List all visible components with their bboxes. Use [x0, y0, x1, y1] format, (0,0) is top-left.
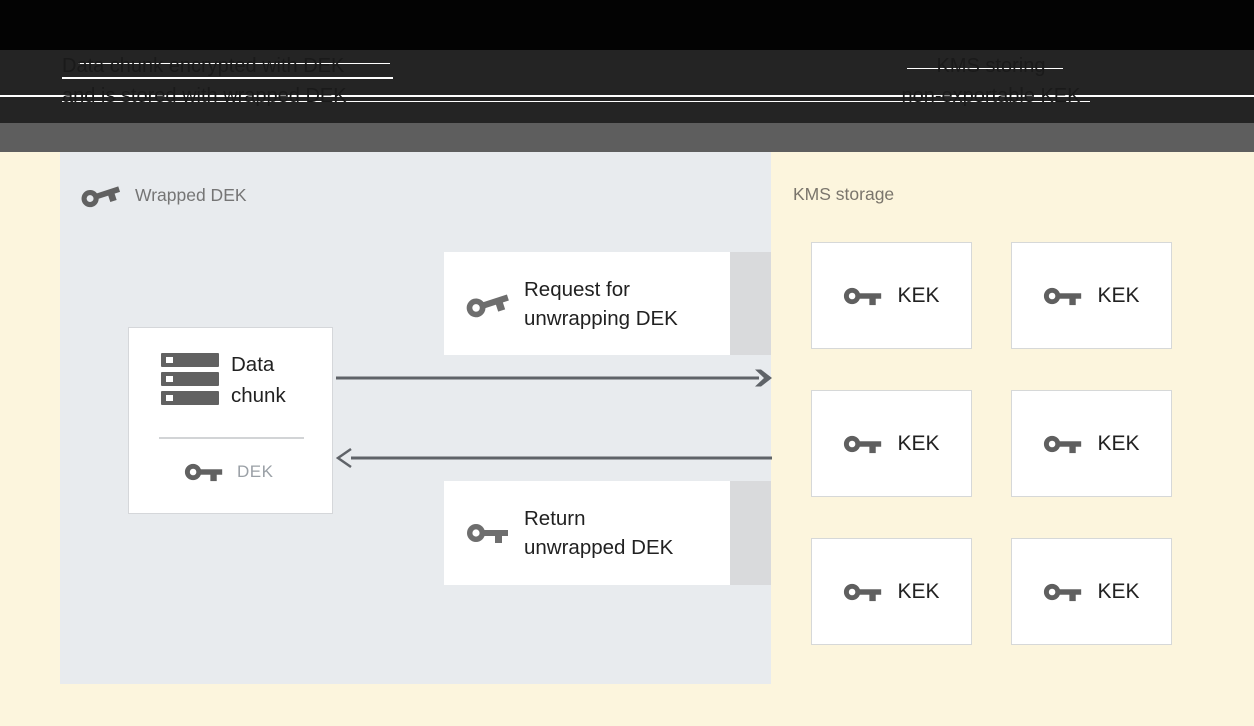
caption-left-line1: Data chunk encrypted with DEK: [62, 55, 345, 77]
request-key-icon: [460, 279, 517, 328]
wrapped-dek-label: Wrapped DEK: [135, 184, 247, 205]
data-chunk-label: Data chunk: [231, 353, 286, 407]
request-box-label: Request for unwrapping DEK: [524, 277, 678, 330]
kek-label: KEK: [1097, 283, 1140, 307]
kms-storage-grid: KEK KEK KEK: [811, 242, 1173, 645]
kek-label: KEK: [1097, 431, 1140, 455]
dek-key-icon: [184, 461, 224, 483]
diagram-canvas: Wrapped DEK Data chunk: [0, 152, 1254, 726]
kek-box: KEK: [811, 390, 972, 497]
caption-right-line1: KMS storing: [936, 55, 1046, 77]
return-box-strip: [730, 481, 771, 585]
caption-right-line2: non-exportable KEK: [901, 85, 1081, 107]
kek-box: KEK: [1011, 242, 1172, 349]
kms-storage-label: KMS storage: [793, 184, 895, 204]
kek-key-icon: [843, 433, 883, 455]
kek-key-icon: [1043, 581, 1083, 603]
caption-left-line2: and is stored with wrapped DEK: [62, 85, 347, 107]
server-stack-icon: [161, 353, 219, 405]
data-chunk-box: Data chunk DEK: [128, 327, 333, 514]
caption-right: KMS storing non-exportable KEK: [845, 51, 1137, 111]
return-box-label: Return unwrapped DEK: [524, 507, 674, 559]
render-artifact-line: [907, 68, 1063, 69]
caption-left: Data chunk encrypted with DEK and is sto…: [62, 51, 347, 111]
dek-label: DEK: [237, 462, 274, 481]
kek-key-icon: [843, 581, 883, 603]
kek-label: KEK: [1097, 579, 1140, 603]
kek-label: KEK: [897, 579, 940, 603]
render-artifact-line: [78, 63, 390, 64]
wrapped-dek-panel: Wrapped DEK Data chunk: [60, 152, 772, 684]
gray-divider-strip: [0, 123, 1254, 152]
kek-box: KEK: [811, 538, 972, 645]
kek-key-icon: [1043, 433, 1083, 455]
top-black-band: [0, 0, 1254, 50]
caption-band: Data chunk encrypted with DEK and is sto…: [0, 50, 1254, 123]
request-box-strip: [730, 252, 771, 355]
kek-box: KEK: [1011, 390, 1172, 497]
render-artifact-line: [62, 77, 393, 79]
kek-key-icon: [1043, 285, 1083, 307]
kek-label: KEK: [897, 431, 940, 455]
return-box: Return unwrapped DEK: [444, 481, 730, 585]
request-box: Request for unwrapping DEK: [444, 252, 730, 355]
kek-key-icon: [843, 285, 883, 307]
request-arrow: [336, 369, 772, 387]
render-artifact-line: [0, 95, 1254, 97]
wrapped-key-icon: [77, 177, 124, 213]
render-artifact-line: [62, 101, 1090, 102]
kek-box: KEK: [1011, 538, 1172, 645]
divider: [159, 437, 304, 439]
kek-box: KEK: [811, 242, 972, 349]
return-arrow: [336, 447, 772, 469]
wrapped-dek-header: Wrapped DEK: [80, 175, 247, 215]
dek-row: DEK: [184, 461, 273, 483]
kek-label: KEK: [897, 283, 940, 307]
return-key-icon: [464, 515, 512, 551]
